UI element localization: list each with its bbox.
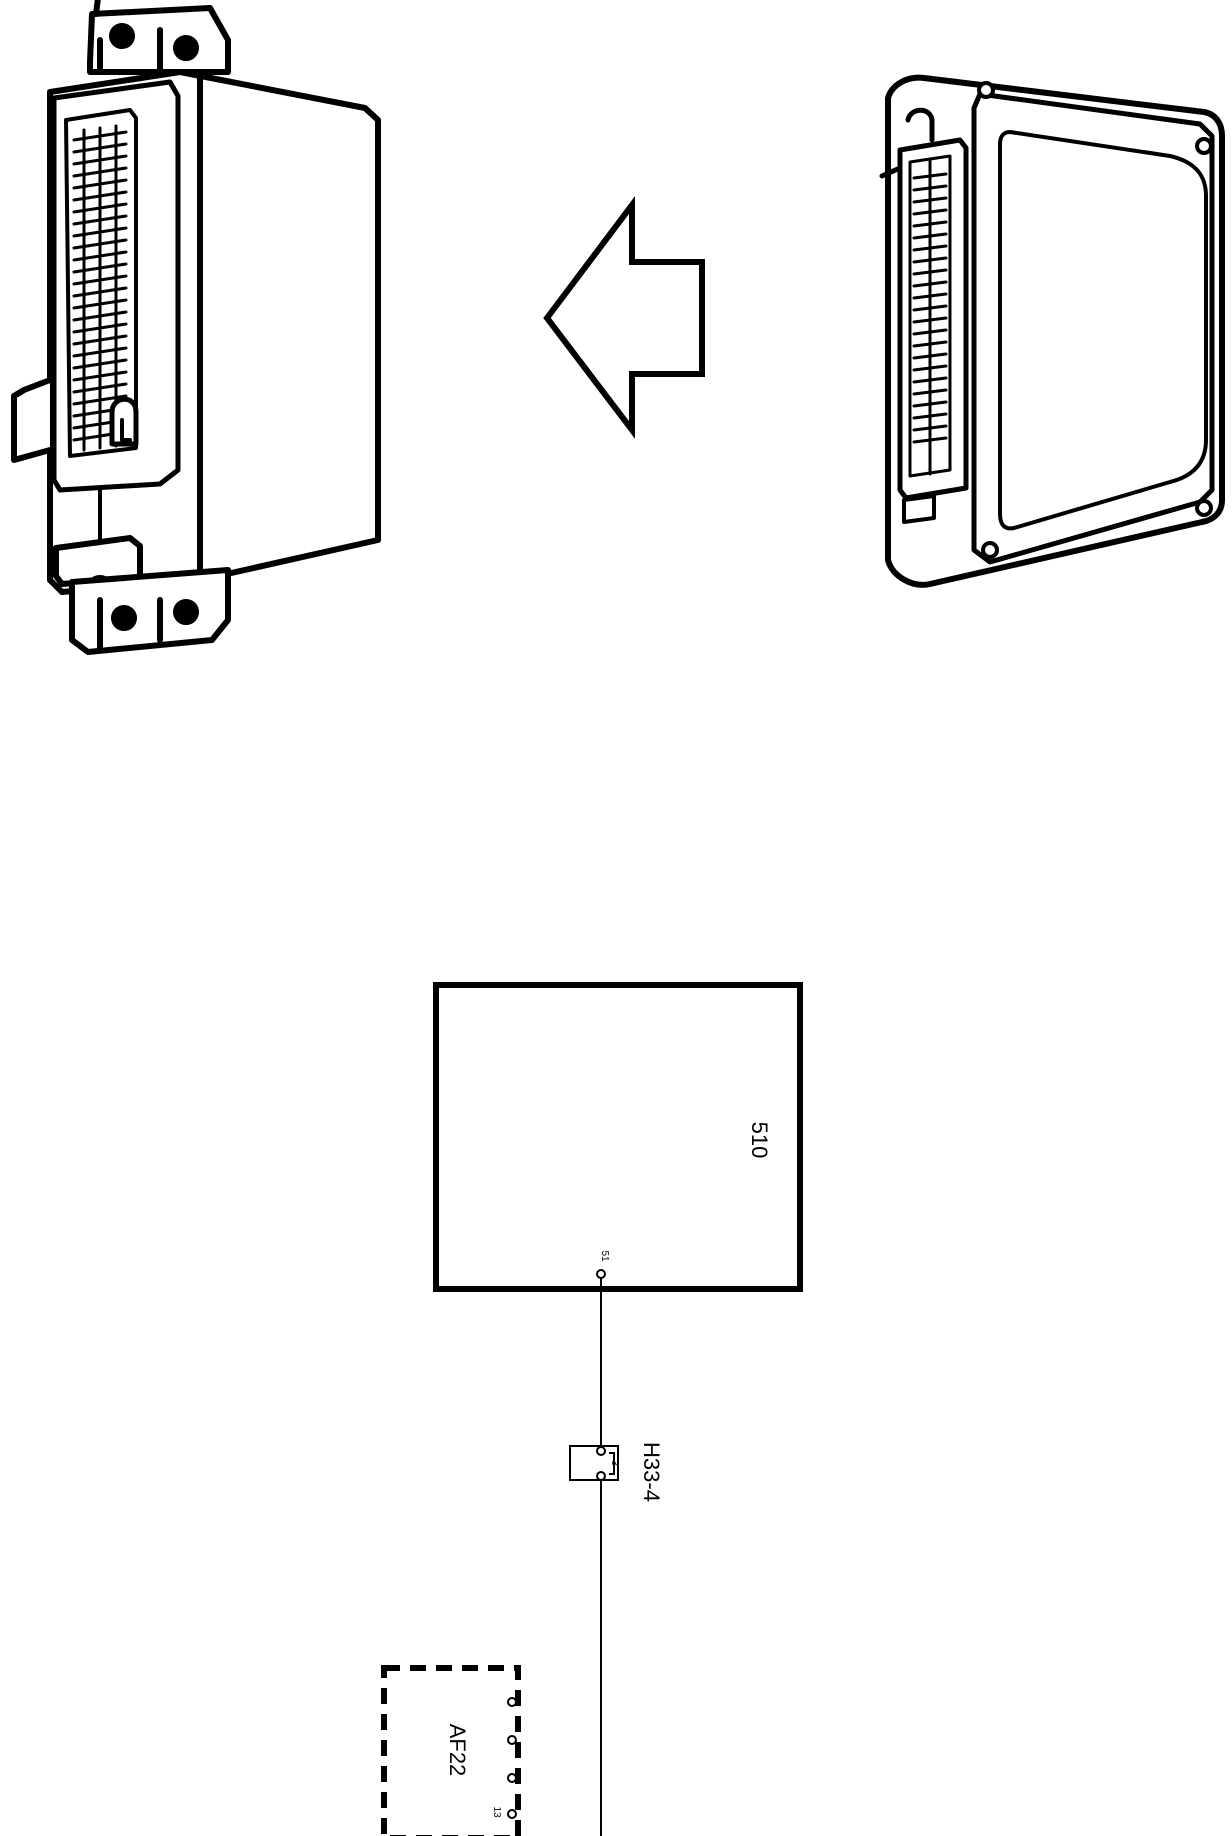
- module-label: AF22: [445, 1724, 470, 1777]
- control-unit-510: 510 51: [433, 982, 803, 1292]
- module-af22: AF22 13: [381, 1665, 521, 1836]
- module-pin-label: 13: [491, 1806, 502, 1818]
- control-module-new: [11, 0, 381, 655]
- pin-51-terminal: [596, 1269, 606, 1279]
- connector-pin-label: 3: [609, 1460, 620, 1466]
- replace-arrow-icon: [543, 196, 705, 439]
- connector-h33-4: 3 H33-4: [569, 1442, 664, 1502]
- connector-label: H33-4: [639, 1442, 664, 1502]
- wire-h33-to-af22: [600, 1480, 602, 1836]
- control-module-old: [879, 74, 1225, 588]
- pin-51-label: 51: [599, 1250, 610, 1262]
- control-unit-label: 510: [747, 1122, 772, 1159]
